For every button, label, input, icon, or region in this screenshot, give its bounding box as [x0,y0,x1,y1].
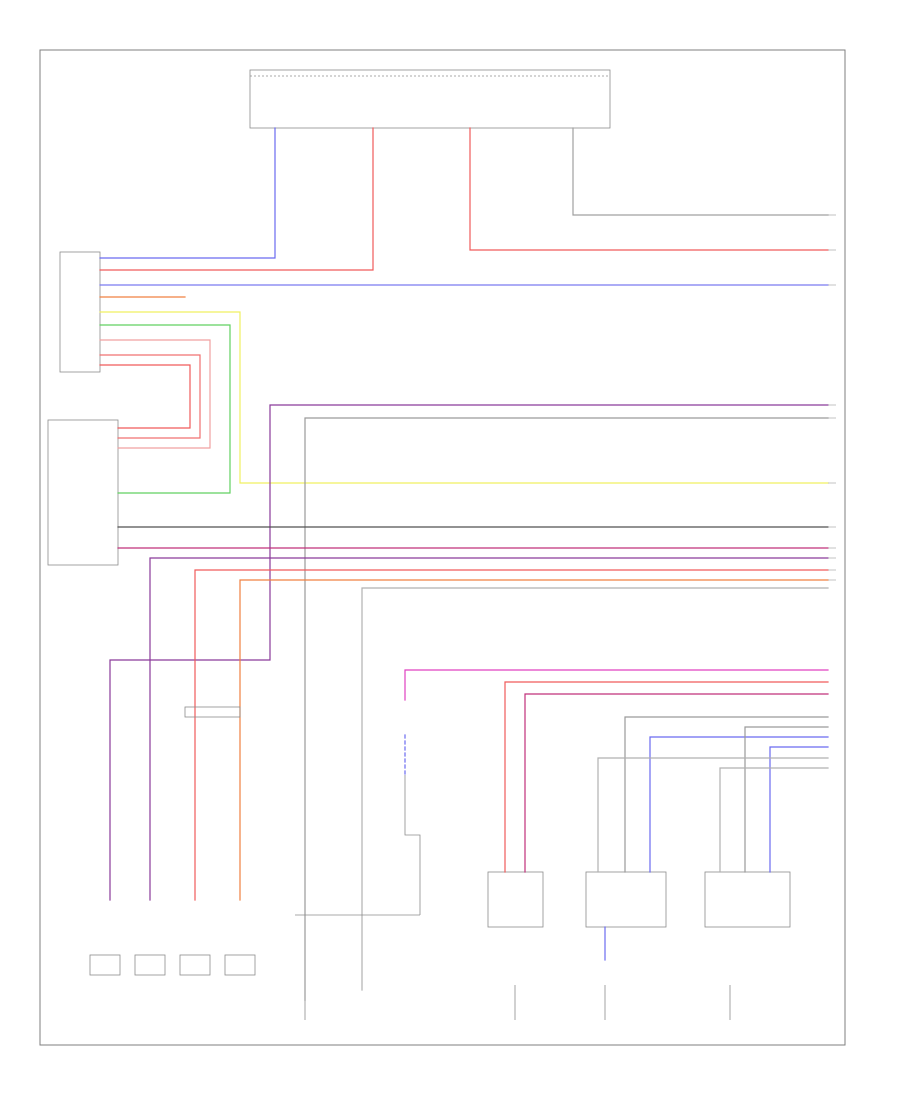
wire-red-3 [504,681,829,873]
wire-red-top [99,127,374,271]
wire-red-right [469,127,829,251]
wire-pink-2 [99,354,201,439]
top-control-module [249,69,611,129]
wire-green [99,324,231,494]
lower-module-1 [487,871,544,928]
lower-module-3 [704,871,791,928]
diagram-border [39,49,846,1046]
left-switch-assembly [47,419,119,566]
wire-gray-low1 [624,716,829,873]
wire-red-2 [194,569,829,901]
splice-box [184,706,241,718]
wire-orange-2 [239,579,829,901]
lower-module-2 [585,871,667,928]
wire-gray-low2 [744,726,829,873]
right-edge-terminals [828,214,836,581]
wire-purple-2 [149,557,829,901]
wire-red-left [99,364,191,429]
left-connector-block [59,251,101,373]
wire-blue-top [99,127,276,259]
wire-violet-red-2 [524,693,829,873]
wire-purple-bus [109,404,829,901]
switch-branch [404,775,421,915]
wire-gray-2 [361,587,829,991]
wire-gray-right [572,127,829,216]
switch-group-bottom-left [89,954,256,976]
wire-pink-1 [99,339,211,449]
wire-gray-low3 [597,757,829,873]
wire-magenta [404,669,829,701]
wire-blue-low [649,736,829,873]
wire-blue-low2 [769,746,829,873]
wire-gray-bus [304,417,829,1001]
wire-yellow [99,311,829,484]
wire-gray-low4 [719,767,829,873]
